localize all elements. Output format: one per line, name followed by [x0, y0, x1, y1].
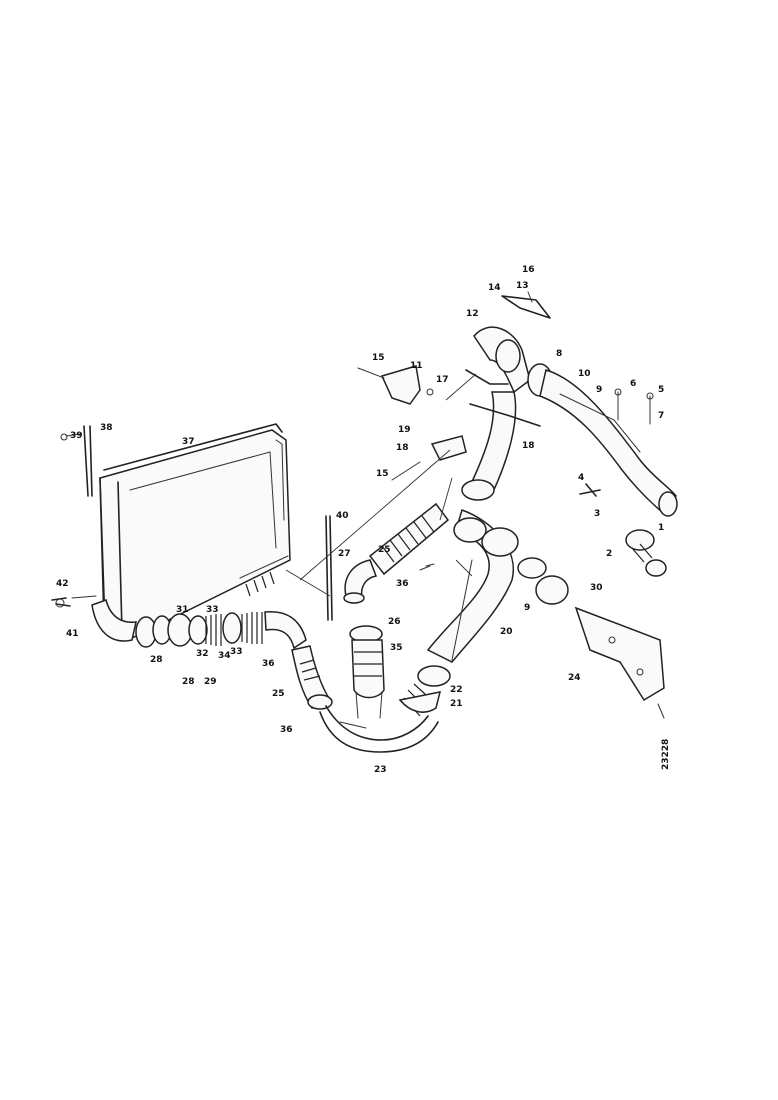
heat-shield-14 [501, 291, 551, 319]
bracket-24 [574, 606, 665, 719]
callout-10: 10 [578, 369, 591, 379]
callout-39: 39 [70, 431, 83, 441]
callout-13: 13 [516, 281, 529, 291]
callout-18: 18 [396, 443, 409, 453]
callout-17: 17 [436, 375, 449, 385]
callout-27: 27 [338, 549, 351, 559]
callout-42: 42 [56, 579, 69, 589]
callout-4: 4 [578, 473, 584, 483]
bracket-38 [60, 425, 93, 497]
callout-28: 28 [150, 655, 163, 665]
callout-20: 20 [500, 627, 513, 637]
elbow-27-bellows-36 [343, 502, 450, 604]
callout-38: 38 [100, 423, 113, 433]
callout-11: 11 [410, 361, 423, 371]
lower-pipe-23 [319, 705, 439, 753]
callout-31: 31 [176, 605, 189, 615]
callout-41: 41 [66, 629, 79, 639]
callout-33: 33 [230, 647, 243, 657]
valve-19 [391, 435, 467, 481]
callout-29: 29 [204, 677, 217, 687]
strap [465, 369, 541, 427]
callout-35: 35 [390, 643, 403, 653]
callout-1: 1 [658, 523, 664, 533]
rod-40 [325, 515, 333, 621]
callout-24: 24 [568, 673, 581, 683]
callout-12: 12 [466, 309, 479, 319]
callout-34: 34 [218, 651, 231, 661]
mount-hardware-41-42 [51, 595, 97, 608]
callout-14: 14 [488, 283, 501, 293]
callout-7: 7 [658, 411, 664, 421]
callout-2: 2 [606, 549, 612, 559]
callout-18b: 18 [522, 441, 535, 451]
callout-33-top: 33 [206, 605, 219, 615]
intercooler-core [99, 423, 291, 641]
callout-3: 3 [594, 509, 600, 519]
callout-15-mid: 15 [376, 469, 389, 479]
callout-36-bottom: 36 [280, 725, 293, 735]
callout-40: 40 [336, 511, 349, 521]
callout-36-mid: 36 [396, 579, 409, 589]
callout-23: 23 [374, 765, 387, 775]
callout-5: 5 [658, 385, 664, 395]
callout-9b: 9 [524, 603, 530, 613]
callout-6: 6 [630, 379, 636, 389]
callout-8: 8 [556, 349, 562, 359]
callout-21: 21 [450, 699, 463, 709]
callout-16: 16 [522, 265, 535, 275]
lower-hose-chain [91, 599, 333, 710]
callout-25-top: 25 [378, 545, 391, 555]
callout-26: 26 [388, 617, 401, 627]
center-hose-25-26 [349, 625, 385, 719]
bolts-4-7 [579, 388, 654, 497]
drawing-number: 23228 [661, 739, 671, 770]
upper-pressure-pipe [461, 326, 678, 577]
callout-28b: 28 [182, 677, 195, 687]
callout-19: 19 [398, 425, 411, 435]
hose-20 [398, 509, 569, 717]
callout-22: 22 [450, 685, 463, 695]
callout-37: 37 [182, 437, 195, 447]
callout-15-top: 15 [372, 353, 385, 363]
callout-9: 9 [596, 385, 602, 395]
bracket-11 [357, 365, 434, 405]
callout-30: 30 [590, 583, 603, 593]
callout-32: 32 [196, 649, 209, 659]
callout-25-left: 25 [272, 689, 285, 699]
assembly-lines [285, 373, 477, 597]
callouts: 16 13 14 12 8 10 9 6 5 7 4 3 1 2 15 11 1… [56, 265, 664, 775]
callout-36-left: 36 [262, 659, 275, 669]
